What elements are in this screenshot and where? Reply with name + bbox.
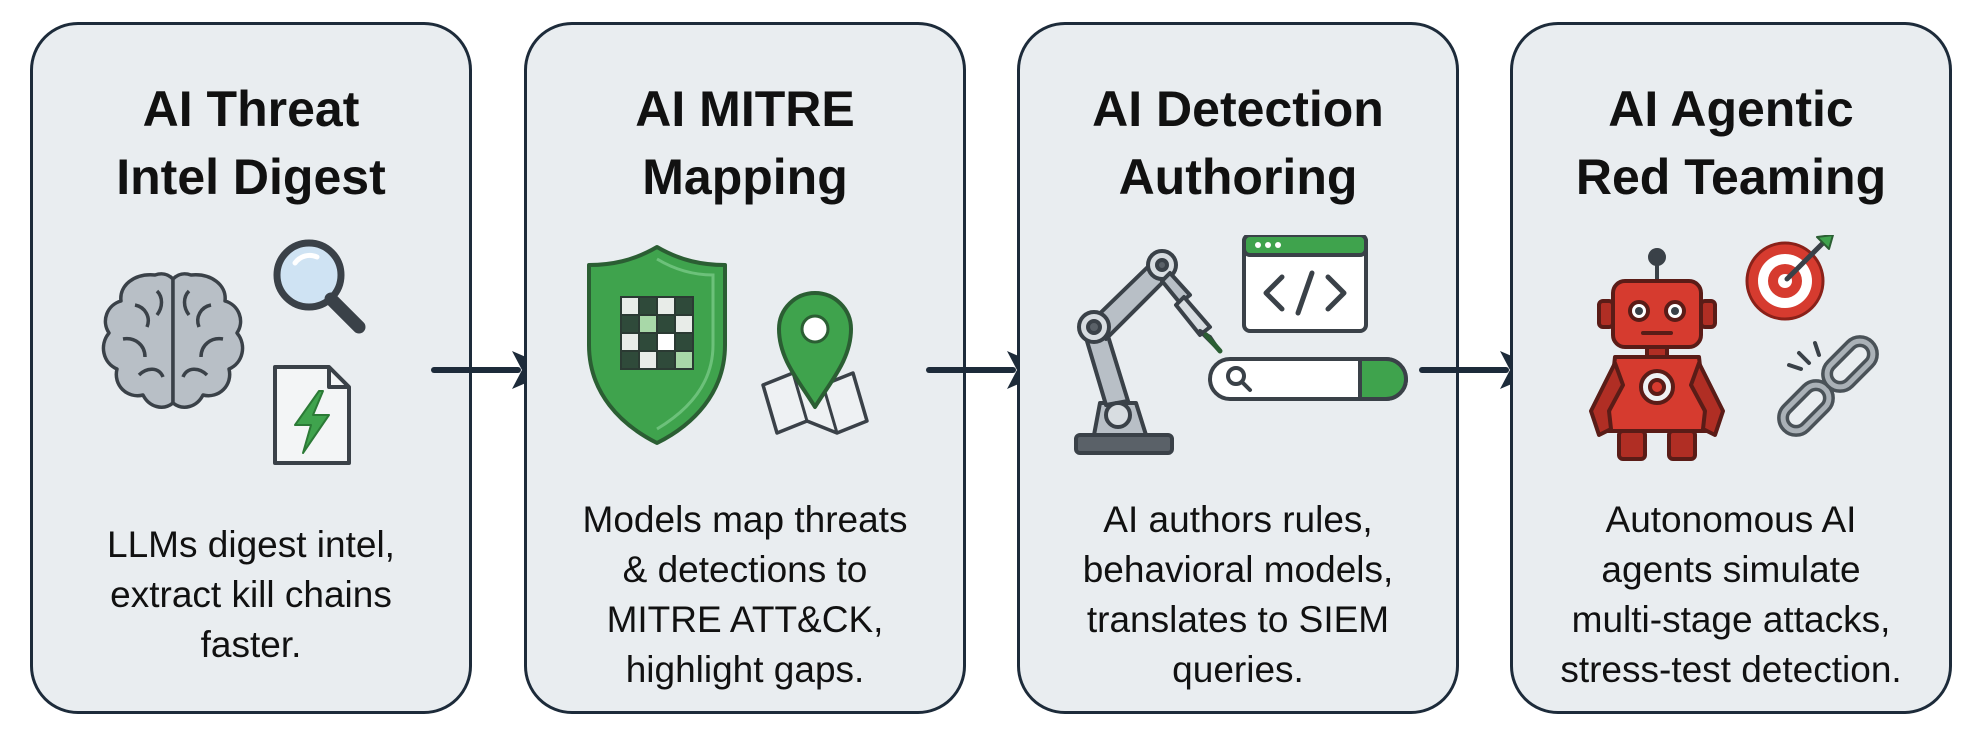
step-card-threat-intel: AI Threat Intel Digest LLMs digest intel… [30, 22, 472, 714]
card-title-line: AI Detection [1092, 81, 1384, 137]
card-description-line: queries. [1172, 649, 1304, 690]
card-title-line: Intel Digest [116, 149, 386, 205]
card-description-line: multi-stage attacks, [1571, 599, 1891, 640]
card-illustration [587, 245, 869, 445]
brain-icon [101, 272, 245, 409]
map-pin-icon [761, 291, 869, 435]
card-description-line: AI authors rules, [1103, 499, 1373, 540]
step-card-mitre-mapping: AI MITRE Mapping [524, 22, 966, 714]
matrix-shield-icon [587, 245, 727, 445]
target-icon [1745, 235, 1834, 321]
card-description-line: highlight gaps. [625, 649, 865, 690]
card-description-line: behavioral models, [1082, 549, 1394, 590]
card-title-line: AI Threat [142, 81, 360, 137]
code-window-icon [1242, 235, 1368, 333]
card-description-line: extract kill chains [110, 574, 392, 615]
card-description: Models map threats & detections to MITRE… [537, 499, 953, 690]
card-illustration [1074, 235, 1408, 455]
card-title-line: AI MITRE [635, 81, 855, 137]
card-title: AI Agentic Red Teaming [1513, 75, 1949, 211]
card-illustration [101, 239, 366, 465]
card-description-line: Autonomous AI [1605, 499, 1857, 540]
card-description-line: translates to SIEM [1086, 599, 1390, 640]
card-title-line: AI Agentic [1608, 81, 1854, 137]
card-description: AI authors rules, behavioral models, tra… [1030, 499, 1446, 690]
card-description-line: faster. [200, 624, 302, 665]
card-title: AI MITRE Mapping [527, 75, 963, 211]
card-description-line: stress-test detection. [1560, 649, 1902, 690]
magnifier-icon [273, 239, 366, 334]
step-card-agentic-red-teaming: AI Agentic Red Teaming [1510, 22, 1952, 714]
card-description-line: LLMs digest intel, [107, 524, 395, 565]
card-description-line: agents simulate [1601, 549, 1861, 590]
card-title-line: Authoring [1118, 149, 1358, 205]
broken-chain-icon [1777, 335, 1879, 437]
card-description: Autonomous AI agents simulate multi-stag… [1523, 499, 1939, 690]
card-description-line: & detections to [622, 549, 868, 590]
card-title: AI Detection Authoring [1020, 75, 1456, 211]
card-illustration [1589, 235, 1879, 461]
step-card-detection-authoring: AI Detection Authoring [1017, 22, 1459, 714]
card-title-line: Red Teaming [1575, 149, 1887, 205]
robot-icon [1589, 248, 1725, 461]
card-title-line: Mapping [642, 149, 848, 205]
card-description-line: Models map threats [582, 499, 908, 540]
card-description-line: MITRE ATT&CK, [606, 599, 884, 640]
robotic-arm-icon [1074, 249, 1223, 455]
card-title: AI Threat Intel Digest [33, 75, 469, 211]
lightning-document-icon [273, 365, 351, 465]
card-description: LLMs digest intel, extract kill chains f… [43, 505, 459, 685]
search-bar-icon [1208, 357, 1408, 401]
